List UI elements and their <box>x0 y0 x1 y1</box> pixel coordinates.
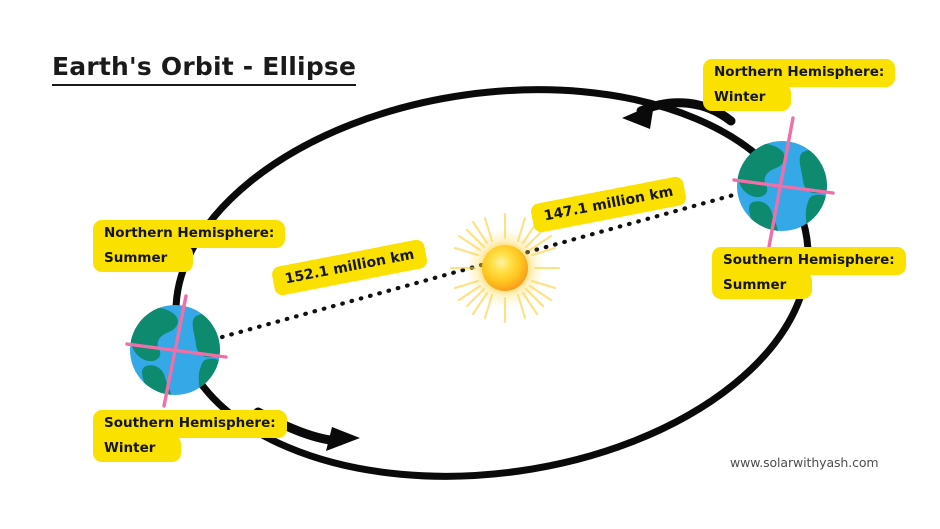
earth-right-axis <box>732 116 835 254</box>
page-title: Earth's Orbit - Ellipse <box>52 52 357 86</box>
label-line-1: Northern Hemisphere: <box>93 220 286 248</box>
orbit-arrow-top <box>622 98 736 129</box>
page-title-text: Earth's Orbit - Ellipse <box>52 52 357 86</box>
site-credit: www.solarwithyash.com <box>730 455 879 470</box>
label-line-1: Southern Hemisphere: <box>712 247 906 275</box>
label-line-1: Northern Hemisphere: <box>703 59 896 87</box>
label-line-1: Southern Hemisphere: <box>93 410 287 438</box>
earth-left <box>125 294 228 408</box>
earth-right <box>732 116 835 254</box>
label-line-2: Winter <box>703 83 792 111</box>
label-southern-hemisphere-summer: Southern Hemisphere: Summer <box>712 247 906 299</box>
sun <box>449 212 561 324</box>
label-southern-hemisphere-winter: Southern Hemisphere: Winter <box>93 410 287 462</box>
label-line-2: Winter <box>93 434 182 462</box>
earth-left-axis <box>125 294 228 408</box>
label-line-2: Summer <box>93 244 194 272</box>
label-line-2: Summer <box>712 271 813 299</box>
label-northern-hemisphere-summer: Northern Hemisphere: Summer <box>93 220 286 272</box>
sun-disc <box>482 245 528 291</box>
label-northern-hemisphere-winter: Northern Hemisphere: Winter <box>703 59 896 111</box>
